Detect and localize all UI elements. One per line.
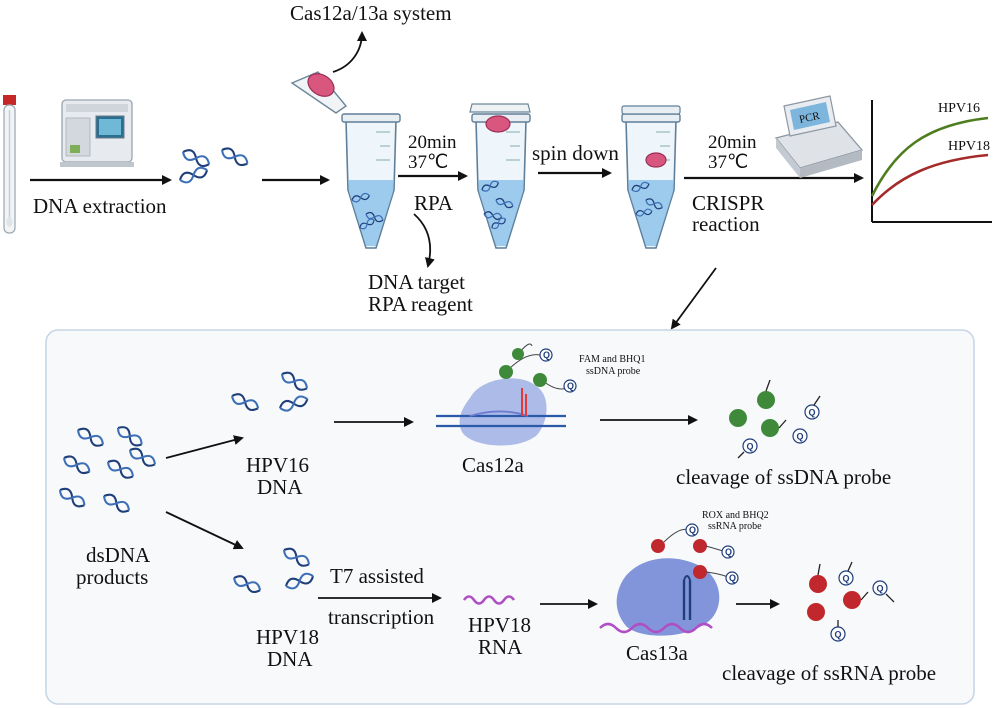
svg-text:Q: Q xyxy=(543,350,550,360)
to-hpv18-arrow xyxy=(165,511,244,550)
system-arrow xyxy=(332,31,367,73)
pcr-label: PCR xyxy=(798,110,821,126)
rna-label-1: HPV18 xyxy=(468,613,531,637)
svg-text:Q: Q xyxy=(725,547,732,557)
svg-text:Q: Q xyxy=(689,525,696,535)
cas12a-complex-icon xyxy=(436,378,566,446)
rpa-time: 20min xyxy=(408,132,457,153)
extracted-dna-icon xyxy=(177,144,251,186)
result-plot: HPV16 HPV18 xyxy=(870,100,992,223)
swab-tube-icon xyxy=(3,95,16,234)
cleaved-ssdna-icon: Q Q Q xyxy=(729,379,821,459)
cas-lid-icon xyxy=(290,71,348,114)
cas13a-label: Cas13a xyxy=(626,641,689,665)
rpa-temp: 37℃ xyxy=(408,152,448,173)
ssdna-probe-icon: Q Q xyxy=(499,343,577,393)
panel-arrow xyxy=(670,267,717,330)
tube-rpa-mix-icon xyxy=(341,113,401,249)
hpv16-curve-label: HPV16 xyxy=(938,101,980,116)
hpv16-label-1: HPV16 xyxy=(246,453,309,477)
svg-text:Q: Q xyxy=(835,630,842,640)
svg-text:Q: Q xyxy=(843,574,850,584)
cleaved-ssrna-icon: Q Q Q xyxy=(807,561,895,642)
extraction-label: DNA extraction xyxy=(33,194,167,218)
hpv18-curve-label: HPV18 xyxy=(948,139,990,154)
crispr-temp: 37℃ xyxy=(708,152,748,173)
t7-label-2: transcription xyxy=(328,605,435,629)
hpv16-curve xyxy=(870,116,989,197)
probe13-label-2: ssRNA probe xyxy=(708,521,762,532)
rpa-label: RPA xyxy=(414,191,454,215)
rna-wave-icon xyxy=(462,595,516,605)
hpv18-curve xyxy=(871,153,989,206)
dsdna-label-1: dsDNA xyxy=(86,543,151,567)
reagent-arrow xyxy=(413,213,435,268)
probe12-label-1: FAM and BHQ1 xyxy=(579,354,645,365)
tube-crispr-icon xyxy=(621,105,681,249)
tube-amplified-icon xyxy=(469,103,531,249)
svg-text:Q: Q xyxy=(877,584,884,594)
spin-label: spin down xyxy=(532,141,619,165)
extraction-machine-icon xyxy=(60,99,134,167)
target-label-2: RPA reagent xyxy=(368,292,473,316)
svg-text:Q: Q xyxy=(747,442,754,452)
svg-text:Q: Q xyxy=(797,432,804,442)
rna-label-2: RNA xyxy=(478,635,523,659)
probe13-label-1: ROX and BHQ2 xyxy=(702,510,769,521)
cleave-dna-label: cleavage of ssDNA probe xyxy=(676,465,891,489)
system-label: Cas12a/13a system xyxy=(290,1,452,25)
probe12-label-2: ssDNA probe xyxy=(586,366,641,377)
hpv18-label-2: DNA xyxy=(267,647,313,671)
dsdna-label-2: products xyxy=(76,565,148,589)
t7-label-1: T7 assisted xyxy=(330,564,424,588)
cleave-rna-label: cleavage of ssRNA probe xyxy=(722,661,936,685)
to-hpv16-arrow xyxy=(165,435,244,459)
cas12a-label: Cas12a xyxy=(462,453,525,477)
crispr-label-1: CRISPR xyxy=(692,191,764,215)
svg-text:Q: Q xyxy=(729,573,736,583)
target-label-1: DNA target xyxy=(368,270,465,294)
svg-text:Q: Q xyxy=(567,381,574,391)
pcr-machine-icon: PCR xyxy=(774,95,864,178)
crispr-time: 20min xyxy=(708,132,757,153)
crispr-label-2: reaction xyxy=(692,212,760,236)
ssrna-probe-icon: Q Q Q xyxy=(651,523,739,585)
cas13a-complex-icon xyxy=(599,558,720,636)
hpv18-label-1: HPV18 xyxy=(256,625,319,649)
hpv16-label-2: DNA xyxy=(257,475,303,499)
svg-text:Q: Q xyxy=(809,408,816,418)
